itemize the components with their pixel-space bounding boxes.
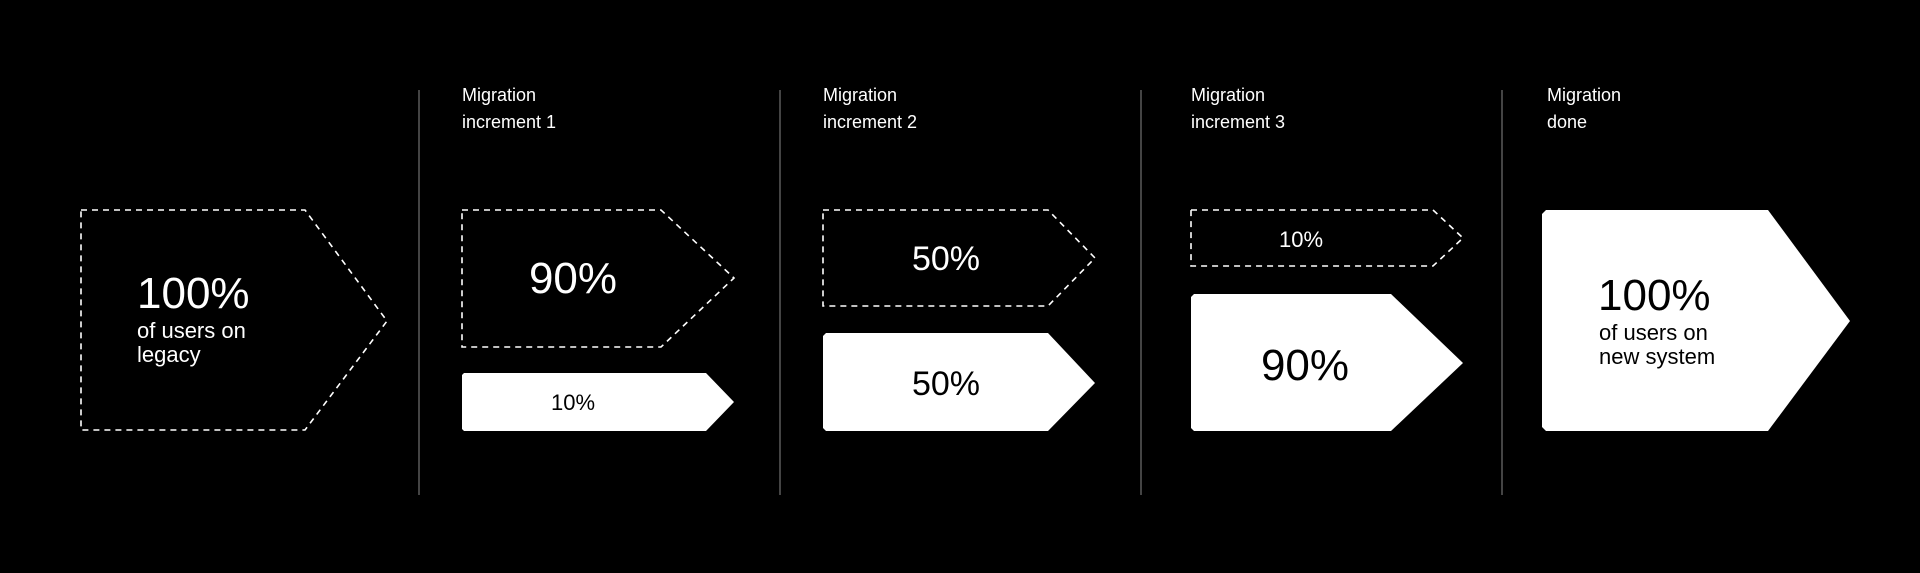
stage-increment-1: Migration increment 1 90% 10% [461,85,736,431]
start-desc-line2: legacy [137,342,201,367]
stage-1-title-line2: increment 1 [462,112,556,132]
stage-3-new-percent: 90% [1261,341,1349,390]
done-title-line2: done [1547,112,1587,132]
stage-2-legacy-percent: 50% [912,240,980,278]
stage-3-title-line2: increment 3 [1191,112,1285,132]
stage-1-legacy-arrow [461,209,736,348]
stage-3-legacy-percent: 10% [1279,227,1323,252]
stage-1-legacy-percent: 90% [529,254,617,303]
stage-2-title-line2: increment 2 [823,112,917,132]
start-column: 100% of users on legacy [80,209,388,431]
done-column: Migration done 100% of users on new syst… [1542,85,1850,431]
stage-1-title-line1: Migration [462,85,536,105]
new-system-arrow-done [1542,210,1850,431]
done-desc-line2: new system [1599,344,1715,369]
stage-3-new-arrow [1191,294,1463,431]
done-title-line1: Migration [1547,85,1621,105]
stage-3-title-line1: Migration [1191,85,1265,105]
stage-1-new-arrow [462,373,734,431]
stage-2-new-percent: 50% [912,365,980,403]
done-desc-line1: of users on [1599,320,1708,345]
done-percent: 100% [1598,271,1711,320]
stage-3-legacy-arrow [1190,209,1465,267]
start-percent: 100% [137,269,250,318]
stage-increment-2: Migration increment 2 50% 50% [822,85,1097,431]
stage-2-new-arrow [823,333,1095,431]
stage-1-new-percent: 10% [551,390,595,415]
stage-increment-3: Migration increment 3 10% 90% [1190,85,1465,431]
stage-2-title-line1: Migration [823,85,897,105]
stage-2-legacy-arrow [822,209,1097,307]
start-desc-line1: of users on [137,318,246,343]
legacy-arrow-start [80,209,388,431]
